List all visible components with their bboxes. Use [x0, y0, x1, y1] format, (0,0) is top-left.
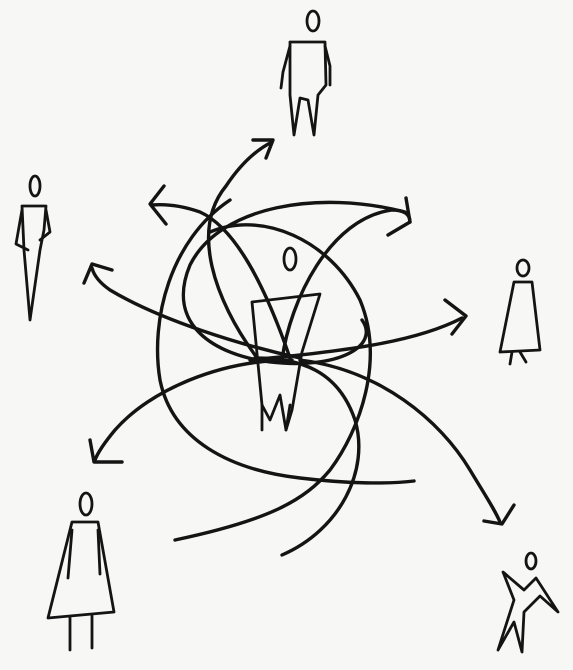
bottom-right-figure-head: [526, 553, 536, 569]
bottom-right-figure: [498, 553, 558, 652]
right-figure-legs: [510, 352, 526, 364]
top-figure: [281, 11, 330, 135]
bottom-left-figure-dress: [48, 522, 114, 618]
top-figure-body: [290, 42, 326, 135]
bottom-left-figure-arms: [68, 530, 100, 578]
swirl-loop-bottom: [255, 358, 359, 555]
arrow-to-left-figure: [84, 264, 300, 358]
bottom-left-figure-legs: [70, 616, 92, 650]
left-figure-body: [22, 206, 46, 320]
right-figure: [500, 260, 540, 364]
right-figure-body: [500, 282, 540, 352]
bottom-right-figure-body: [498, 572, 558, 652]
left-figure: [16, 176, 50, 320]
top-figure-arms: [281, 46, 330, 88]
top-figure-head: [307, 11, 319, 31]
swirl-loop-right: [175, 225, 370, 540]
left-figure-head: [30, 176, 40, 196]
central-figure-head: [284, 248, 296, 270]
arrows: [84, 140, 514, 524]
right-figure-head: [517, 260, 529, 276]
bottom-left-figure-head: [80, 493, 92, 515]
bottom-left-figure: [48, 493, 114, 650]
arrow-to-top-figure: [209, 140, 273, 355]
